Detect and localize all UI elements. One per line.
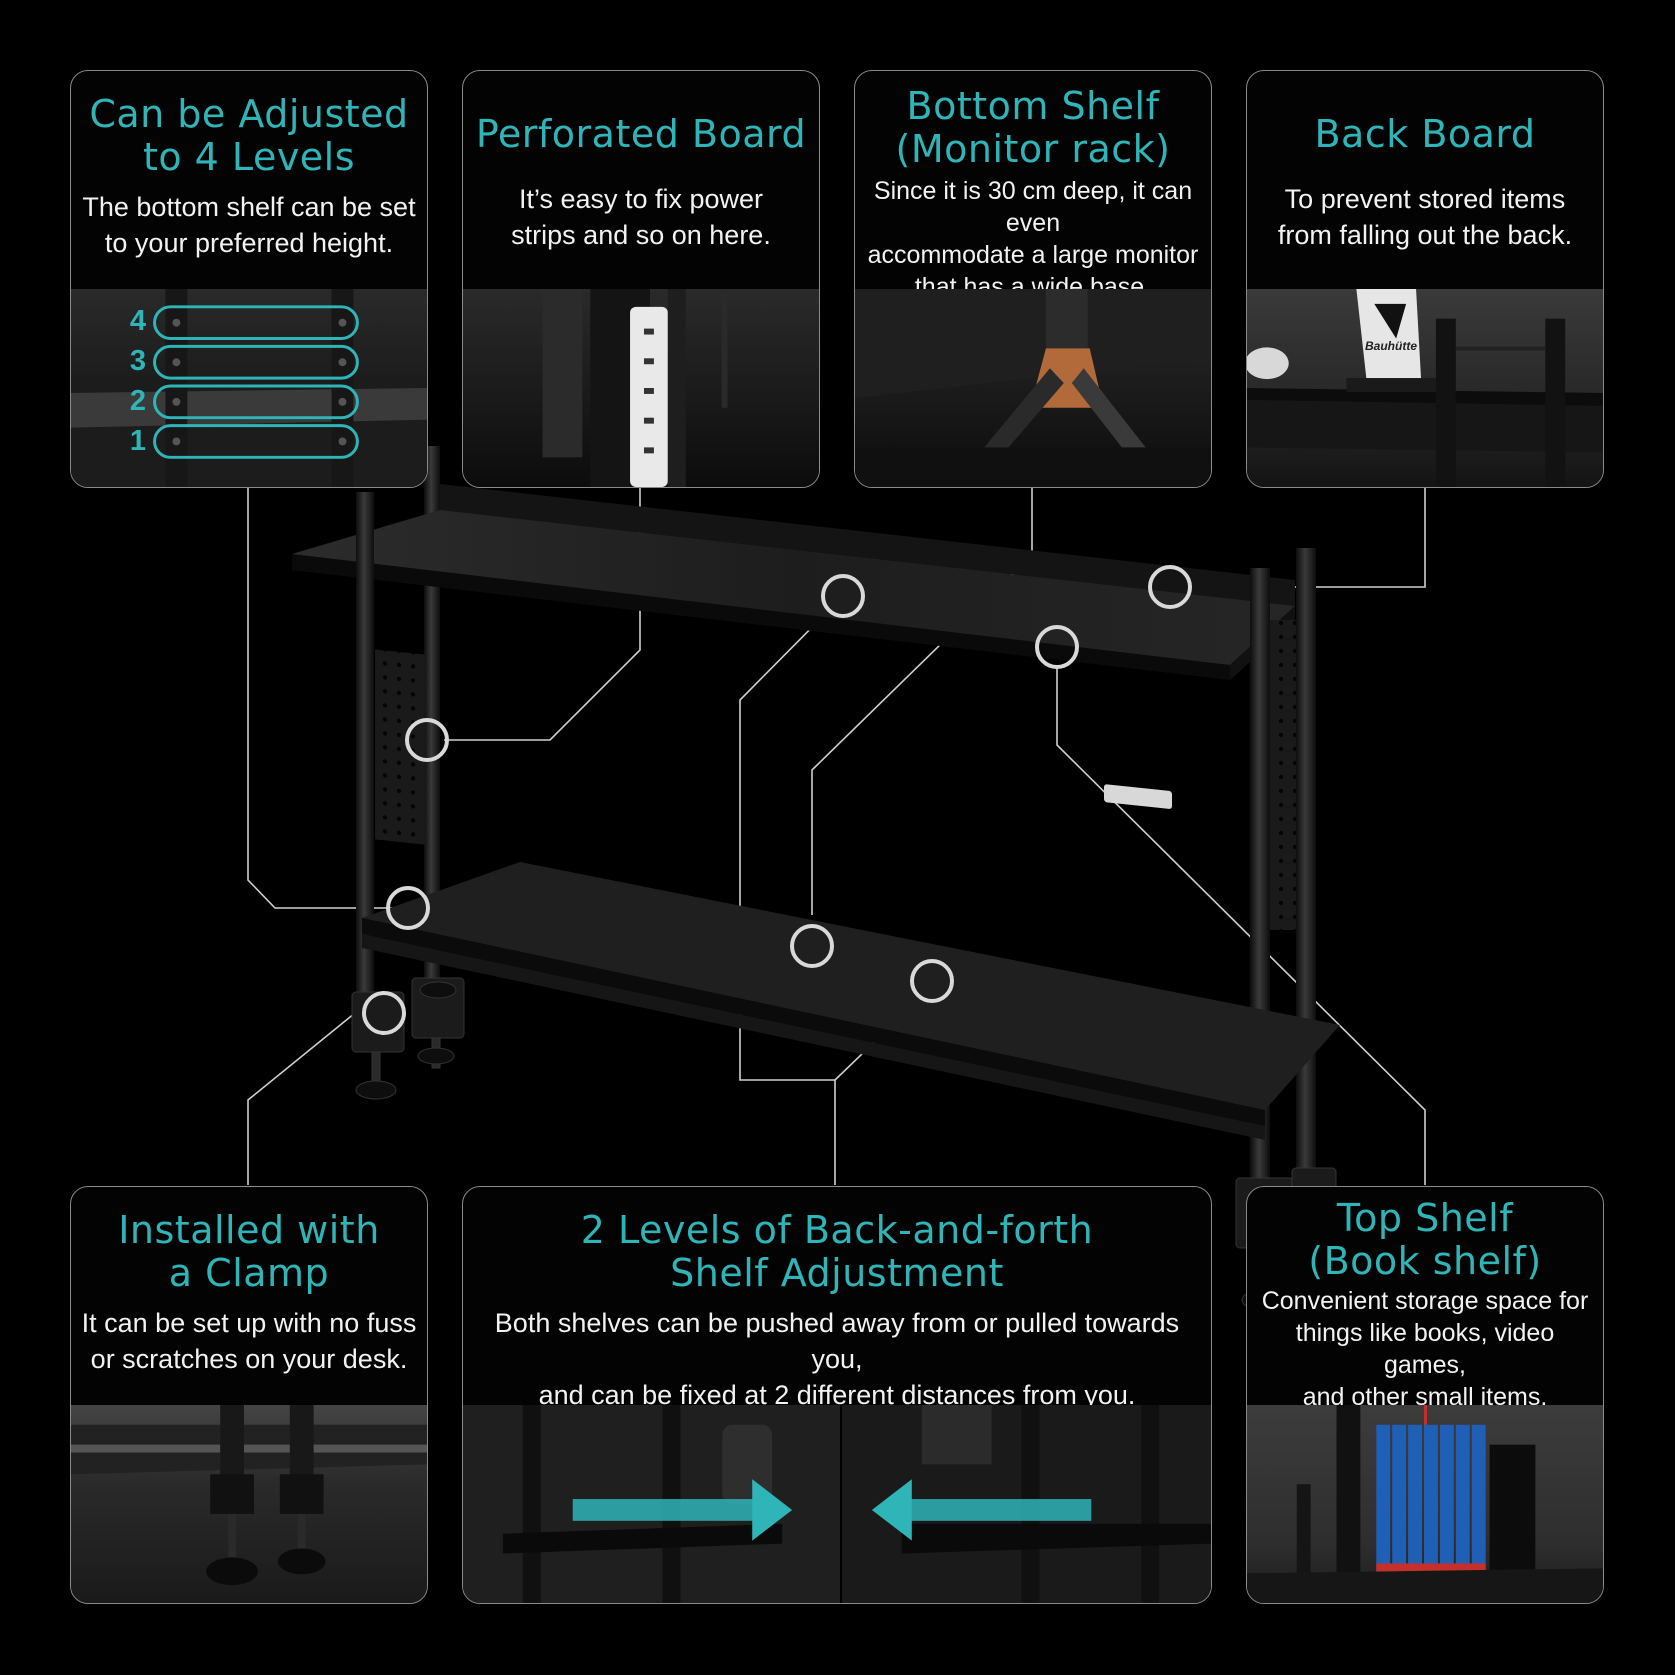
photo-level-holes: 4 3 2 1 — [71, 289, 427, 487]
card-title: Top Shelf (Book shelf) — [1308, 1196, 1542, 1283]
card-clamp: Installed with a Clamp It can be set up … — [70, 1186, 428, 1604]
clamp-illustration — [71, 1405, 427, 1586]
card-description: Since it is 30 cm deep, it can even acco… — [867, 177, 1199, 301]
card-description: To prevent stored items from falling out… — [1277, 184, 1573, 250]
card-description: Both shelves can be pushed away from or … — [494, 1308, 1180, 1410]
top-shelf — [292, 484, 1295, 680]
callout-ring-top-shelf-adjust — [821, 574, 865, 618]
card-perforated-board: Perforated Board It’s easy to fix power … — [462, 70, 820, 488]
arrow-left-head — [871, 1479, 912, 1541]
perforated-panel-left — [375, 649, 425, 845]
brand-logo-text: Bauhütte — [1365, 339, 1417, 353]
level-number-list: 4 3 2 1 — [123, 289, 153, 487]
card-bottom-shelf: Bottom Shelf (Monitor rack) Since it is … — [854, 70, 1212, 488]
arrow-right-shaft — [572, 1499, 763, 1521]
level-number: 1 — [129, 425, 147, 457]
bottom-shelf — [362, 862, 1340, 1140]
card-title: Perforated Board — [475, 112, 807, 156]
back-board-illustration — [1247, 289, 1603, 487]
level-number: 3 — [129, 345, 147, 377]
card-title: Installed with a Clamp — [118, 1208, 380, 1295]
brand-plate — [1104, 784, 1172, 809]
card-description: Convenient storage space for things like… — [1261, 1287, 1589, 1411]
callout-ring-bottom-shelf — [790, 924, 834, 968]
card-description: The bottom shelf can be set to your pref… — [82, 192, 416, 258]
photo-power-strip — [463, 289, 819, 487]
photo-book-shelf — [1247, 1405, 1603, 1603]
book-shelf-illustration — [1247, 1405, 1603, 1603]
card-description: It’s easy to fix power strips and so on … — [511, 184, 771, 250]
level-number: 2 — [129, 385, 147, 417]
photo-shelf-adjustment — [463, 1405, 1211, 1603]
card-title: Bottom Shelf (Monitor rack) — [895, 84, 1171, 171]
card-shelf-adjustment: 2 Levels of Back-and-forth Shelf Adjustm… — [462, 1186, 1212, 1604]
card-description: It can be set up with no fuss or scratch… — [81, 1308, 417, 1374]
card-title: 2 Levels of Back-and-forth Shelf Adjustm… — [580, 1208, 1094, 1295]
level-holes-illustration — [71, 289, 427, 487]
power-strip-illustration — [542, 289, 728, 487]
callout-rings — [362, 565, 1192, 1035]
shelf-adjustment-illustration — [463, 1405, 1211, 1603]
card-back-board: Back Board To prevent stored items from … — [1246, 70, 1604, 488]
pole-back-right — [1296, 548, 1316, 1278]
perforated-panel-right — [1270, 620, 1296, 930]
pole-front-left — [356, 492, 374, 1012]
callout-ring-clamp — [362, 991, 406, 1035]
photo-monitor-base — [855, 289, 1211, 487]
photo-back-board: Bauhütte — [1247, 289, 1603, 487]
level-number: 4 — [129, 305, 147, 337]
callout-ring-top-shelf — [1035, 625, 1079, 669]
card-title: Can be Adjusted to 4 Levels — [89, 92, 409, 179]
photo-clamp — [71, 1405, 427, 1603]
card-title: Back Board — [1314, 112, 1536, 156]
left-clamps — [351, 977, 465, 1100]
arrow-right-head — [752, 1479, 793, 1541]
callout-ring-back-board — [1148, 565, 1192, 609]
card-adjustable-levels: Can be Adjusted to 4 Levels The bottom s… — [70, 70, 428, 488]
monitor-base-illustration — [855, 289, 1211, 487]
arrow-left-shaft — [901, 1499, 1092, 1521]
callout-ring-levels — [386, 886, 430, 930]
callout-ring-bottom-shelf-adjust — [910, 959, 954, 1003]
card-top-shelf: Top Shelf (Book shelf) Convenient storag… — [1246, 1186, 1604, 1604]
callout-ring-perforated — [405, 718, 449, 762]
